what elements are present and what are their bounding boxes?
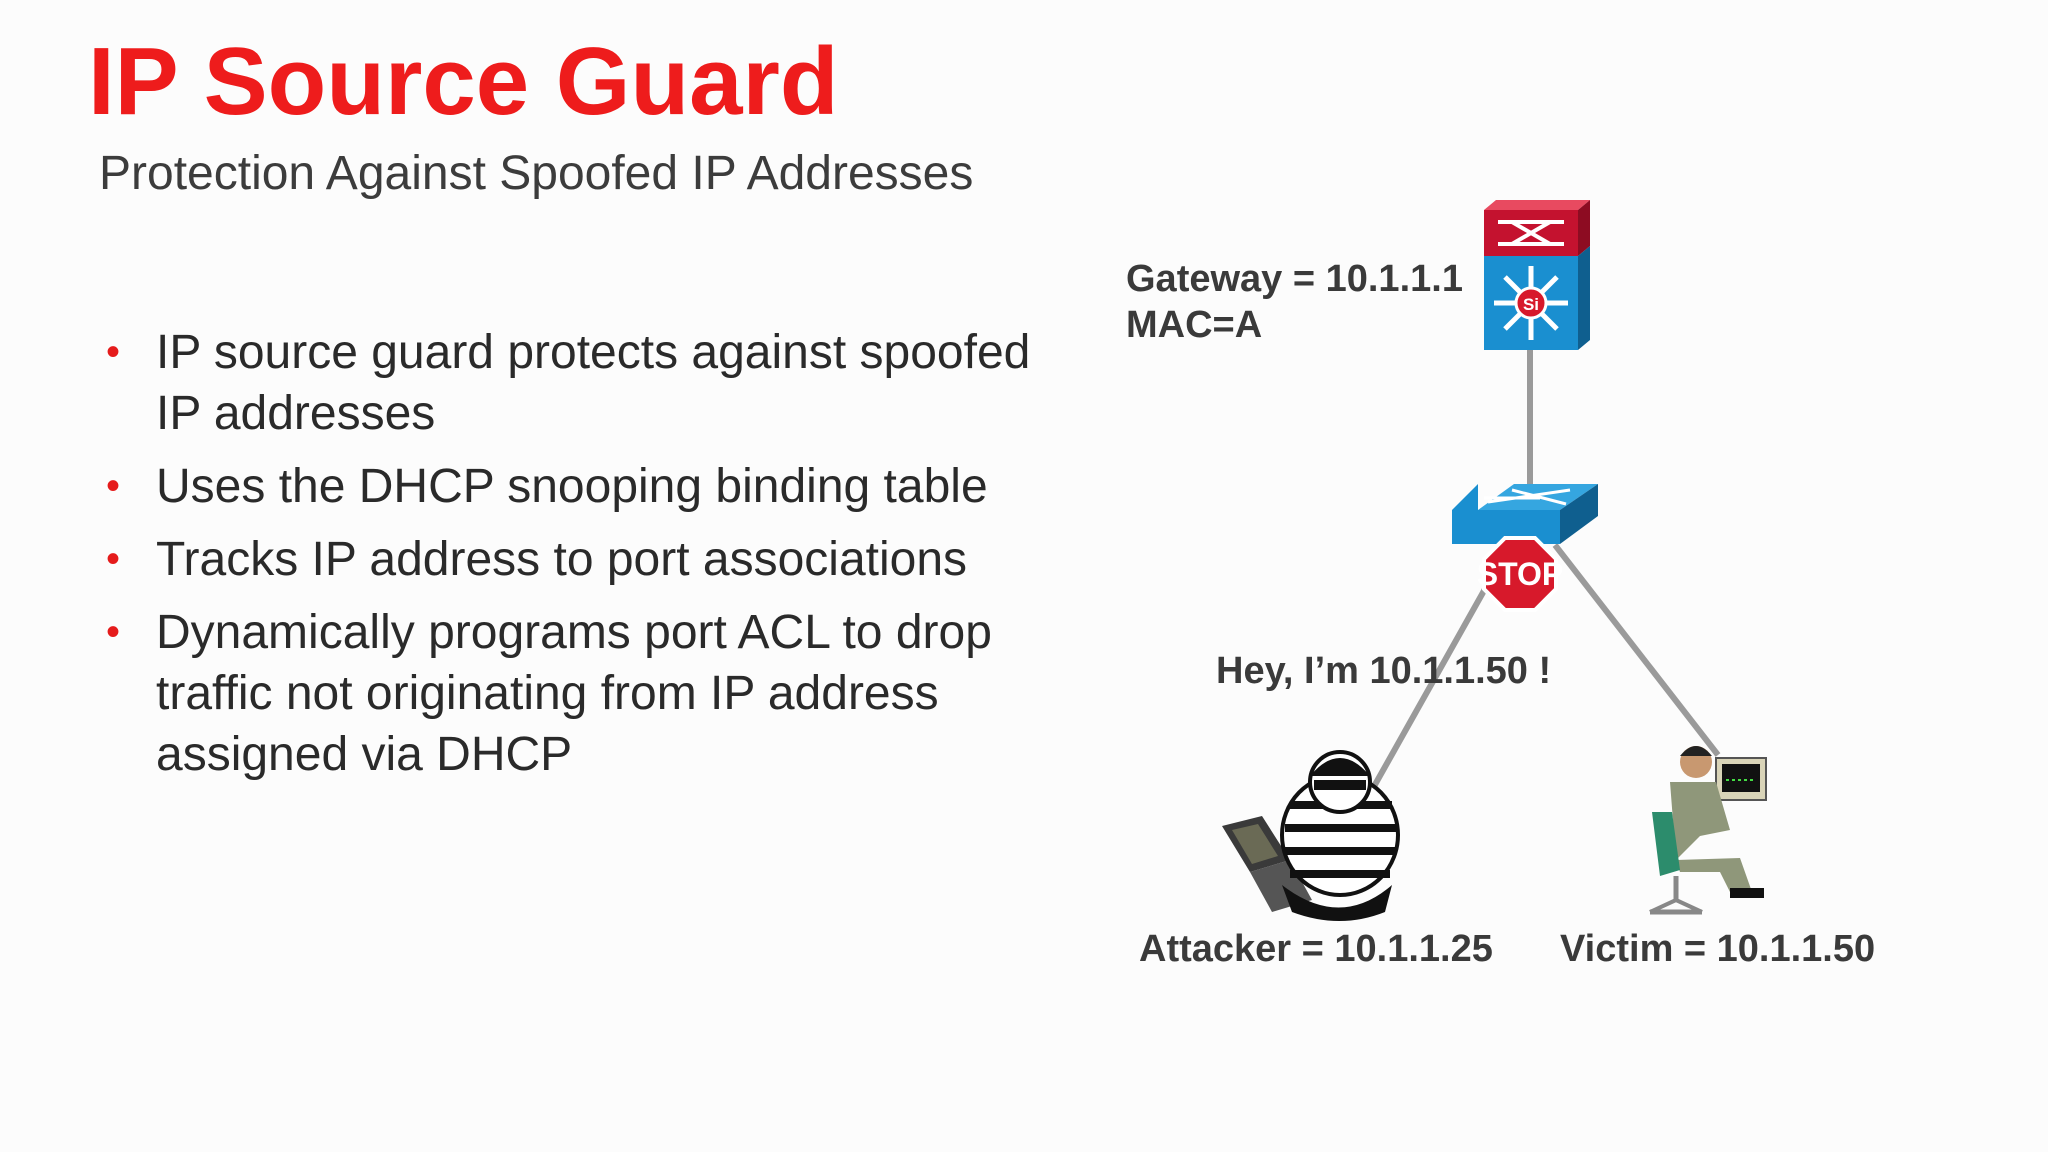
router-badge-text: Si: [1523, 295, 1539, 314]
attacker-label: Attacker = 10.1.1.25: [1139, 928, 1493, 970]
bullet-text: Dynamically programs port ACL to drop tr…: [156, 606, 992, 781]
gateway-mac-label: MAC=A: [1126, 304, 1263, 346]
bullet-dot: •: [106, 610, 121, 654]
bullet-dot: •: [106, 537, 121, 581]
stop-sign-icon: STOP: [1477, 536, 1564, 612]
network-links: [1369, 350, 1721, 792]
spoof-message-label: Hey, I’m 10.1.1.50 !: [1216, 650, 1552, 692]
bullet-item: • Dynamically programs port ACL to drop t…: [100, 602, 1080, 785]
slide-title: IP Source Guard: [88, 28, 839, 135]
stop-sign-text: STOP: [1477, 556, 1564, 592]
attacker-icon: [1222, 750, 1400, 921]
bullet-item: • IP source guard protects against spoofe…: [100, 322, 1080, 444]
victim-label: Victim = 10.1.1.50: [1560, 928, 1876, 970]
bullet-item: • Uses the DHCP snooping binding table: [100, 456, 1080, 517]
victim-icon: [1649, 746, 1767, 915]
slide-subtitle: Protection Against Spoofed IP Addresses: [99, 147, 974, 200]
victim-link-line: [1552, 543, 1721, 757]
bullet-list: • IP source guard protects against spoofe…: [100, 322, 1080, 797]
bullet-text: Tracks IP address to port associations: [156, 533, 968, 586]
layer3-switch-icon: Si: [1484, 200, 1590, 350]
bullet-dot: •: [106, 330, 121, 374]
attacker-link-line: [1369, 578, 1493, 792]
bullet-item: • Tracks IP address to port associations: [100, 529, 1080, 590]
access-switch-icon: [1452, 484, 1598, 544]
bullet-text: Uses the DHCP snooping binding table: [156, 460, 988, 513]
bullet-text: IP source guard protects against spoofed…: [156, 326, 1031, 440]
gateway-label: Gateway = 10.1.1.1: [1126, 258, 1463, 300]
bullet-dot: •: [106, 464, 121, 508]
